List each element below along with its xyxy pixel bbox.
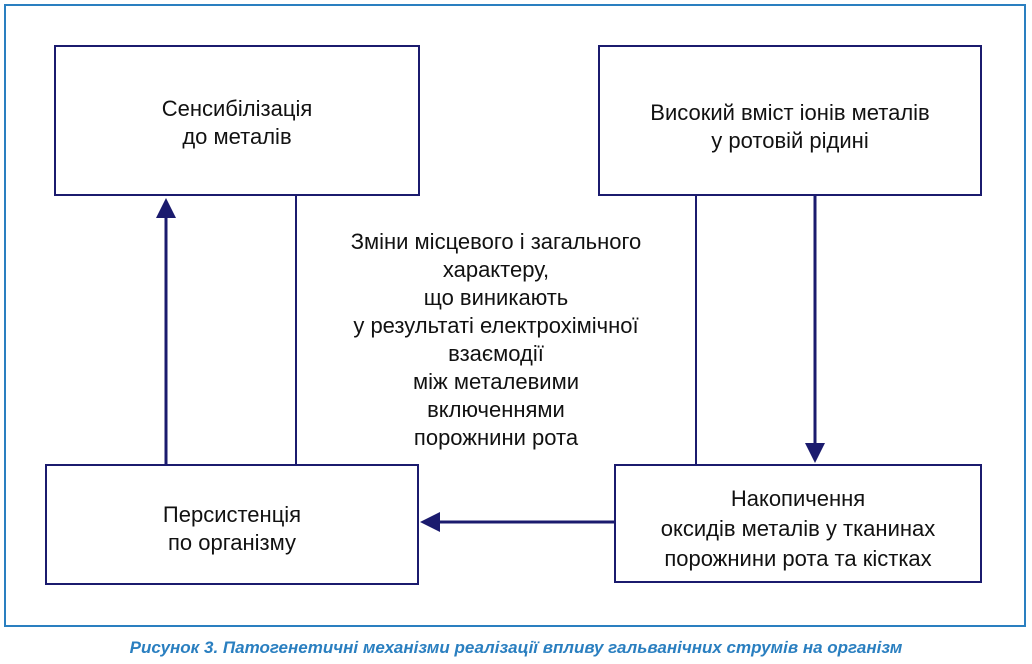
figure-caption: Рисунок 3. Патогенетичні механізми реалі… xyxy=(129,638,903,657)
persistence-text: Персистенція по організму xyxy=(162,502,302,555)
center-box: Зміни місцевого і загального характеру, … xyxy=(295,196,697,464)
diagram-frame xyxy=(4,4,1026,627)
sensitization-box: Сенсибілізація до металів xyxy=(54,45,420,196)
high-ions-text: Високий вміст іонів металів у ротовій рі… xyxy=(650,100,930,153)
high-ions-box: Високий вміст іонів металів у ротовій рі… xyxy=(598,45,982,196)
accumulation-box: Накопичення оксидів металів у тканинах п… xyxy=(614,464,982,583)
accumulation-text: Накопичення оксидів металів у тканинах п… xyxy=(660,486,936,571)
sensitization-text: Сенсибілізація до металів xyxy=(161,96,313,149)
persistence-box: Персистенція по організму xyxy=(45,464,419,585)
center-box-text: Зміни місцевого і загального характеру, … xyxy=(350,229,642,450)
